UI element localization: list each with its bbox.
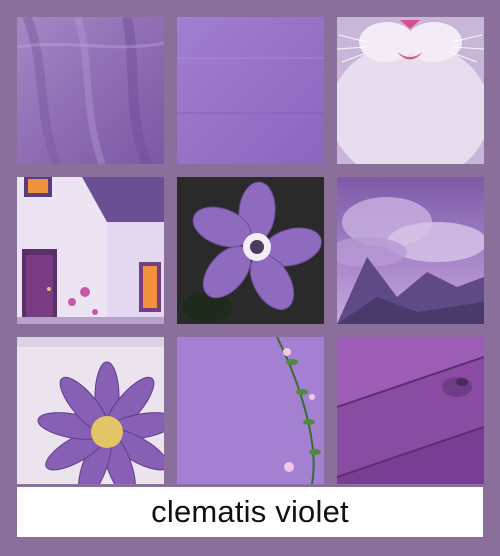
draped-fabric-image — [17, 17, 164, 164]
tile-cottage — [17, 177, 164, 324]
tile-plain-fabric — [177, 17, 324, 164]
tile-clematis-flower — [177, 177, 324, 324]
tile-cat-face — [337, 17, 484, 164]
tile-draped-fabric — [17, 17, 164, 164]
cottage-image — [17, 177, 164, 324]
clematis-flower-image — [177, 177, 324, 324]
wooden-planks-image — [337, 337, 484, 484]
flower-cup-image — [17, 337, 164, 484]
tile-mountain-landscape — [337, 177, 484, 324]
caption-banner: clematis violet — [17, 487, 483, 537]
violet-paper-vine-image — [177, 337, 324, 484]
mountain-landscape-image — [337, 177, 484, 324]
cat-face-image — [337, 17, 484, 164]
plain-fabric-image — [177, 17, 324, 164]
tile-wooden-planks — [337, 337, 484, 484]
tile-flower-cup — [17, 337, 164, 484]
tile-violet-paper-vine — [177, 337, 324, 484]
caption-text: clematis violet — [151, 494, 349, 529]
